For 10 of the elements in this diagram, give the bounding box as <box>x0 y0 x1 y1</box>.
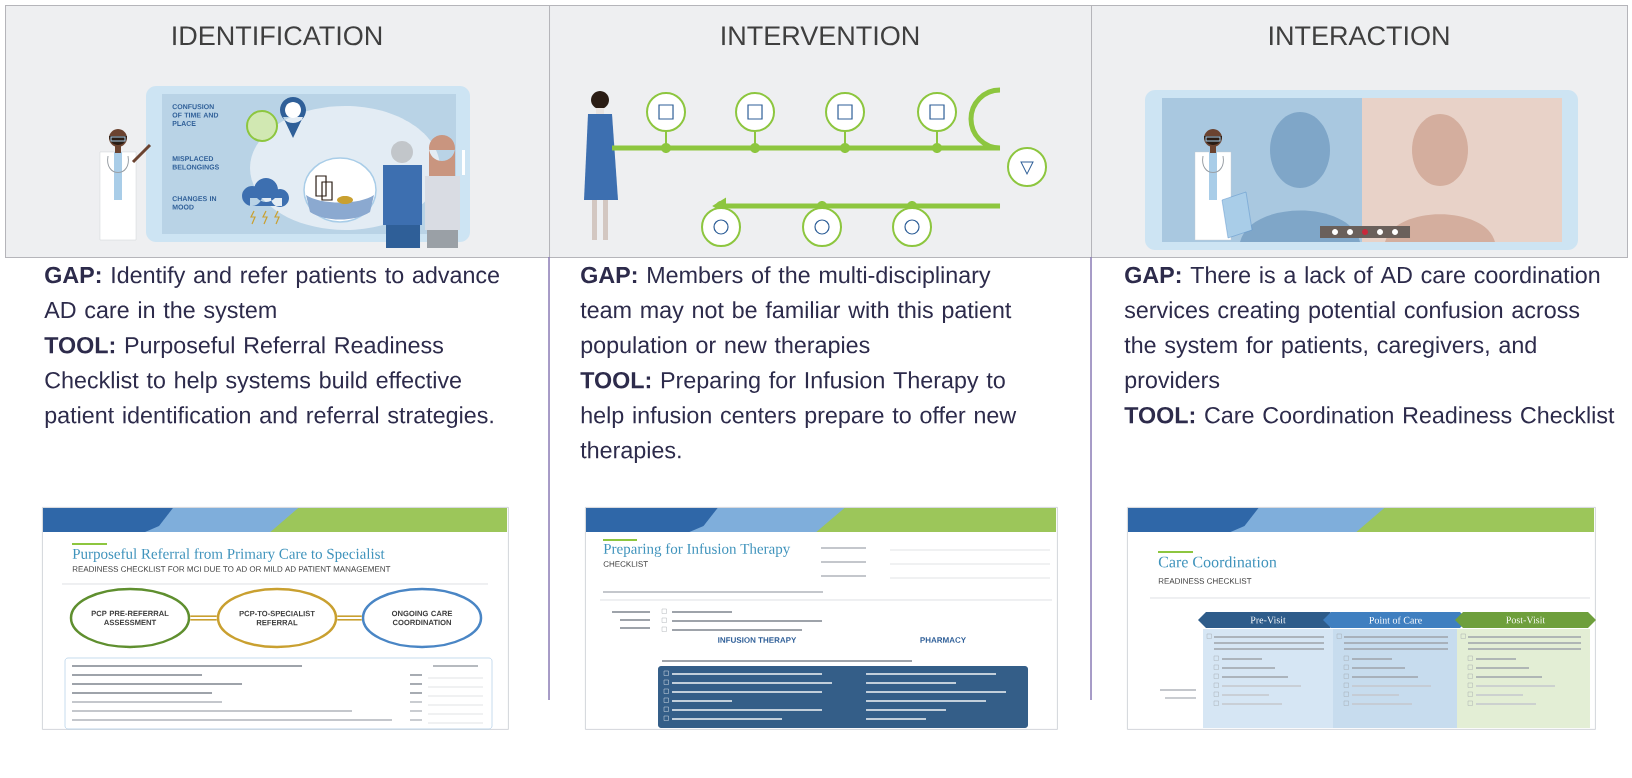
connector <box>189 615 218 621</box>
description-text: GAP: Members of the multi-disciplinary team may not be familiar with this patient population or new therapies <box>580 266 1012 358</box>
description-text: TOOL: Preparing for Infusion Therapy to help infusion centers prepare to offer new therapies. <box>580 371 1017 464</box>
description-text: GAP: There is a lack of AD care coordination services creating potential confusion across the system for patients, caregivers, and providers <box>1124 266 1600 393</box>
description-text: GAP: Identify and refer patients to advance AD care in the system <box>44 266 499 323</box>
description-text: TOOL: Care Coordination Readiness Checklist <box>1124 406 1615 424</box>
document-thumbnail: Preparing for Infusion Therapy CHECKLIST INFUSION THERAPY PHARMACY <box>585 507 1058 730</box>
chevron-banner: Post-Visit <box>1455 612 1596 628</box>
connector <box>336 615 363 621</box>
description-text: TOOL: Purposeful Referral Readiness Checklist to help systems build effective patient identification and referral strategies. <box>44 336 493 429</box>
